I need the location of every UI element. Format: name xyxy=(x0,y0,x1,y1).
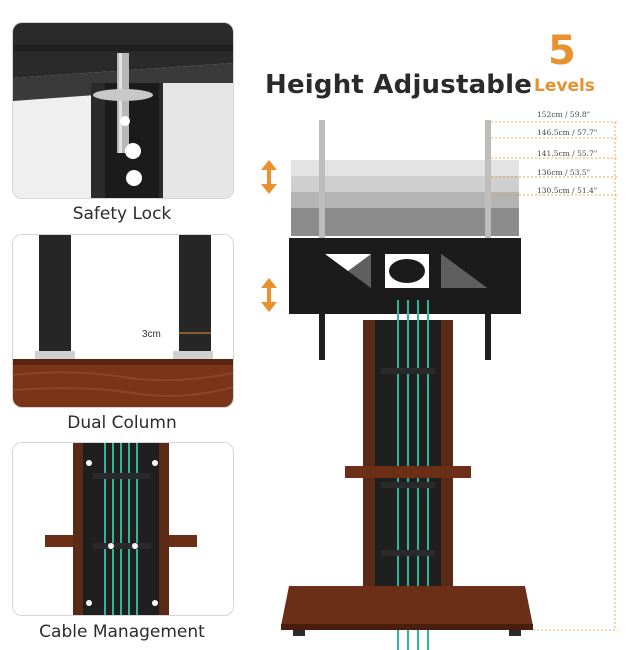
dual-column-caption: Dual Column xyxy=(67,413,177,433)
headline-title: Height Adjustable xyxy=(265,70,533,100)
column-gap-measure: 3cm xyxy=(142,329,161,340)
safety-lock-image xyxy=(13,23,233,198)
levels-count: 5 xyxy=(548,28,576,74)
cable-management-image xyxy=(13,443,233,615)
height-level-label: 136cm / 53.5" xyxy=(537,168,591,177)
safety-lock-caption: Safety Lock xyxy=(72,204,172,224)
tv-stand-illustration xyxy=(261,120,618,650)
safety-lock-panel xyxy=(12,22,234,199)
cable-management-panel xyxy=(12,442,234,616)
cable-management-caption: Cable Management xyxy=(39,622,205,642)
height-level-label: 130.5cm / 51.4" xyxy=(537,186,598,195)
height-level-label: 141.5cm / 55.7" xyxy=(537,149,598,158)
dual-column-panel xyxy=(12,234,234,408)
height-level-label: 152cm / 59.8" xyxy=(537,110,591,119)
height-level-label: 146.5cm / 57.7" xyxy=(537,128,598,137)
dual-column-image xyxy=(13,235,233,407)
levels-label: Levels xyxy=(534,76,595,96)
